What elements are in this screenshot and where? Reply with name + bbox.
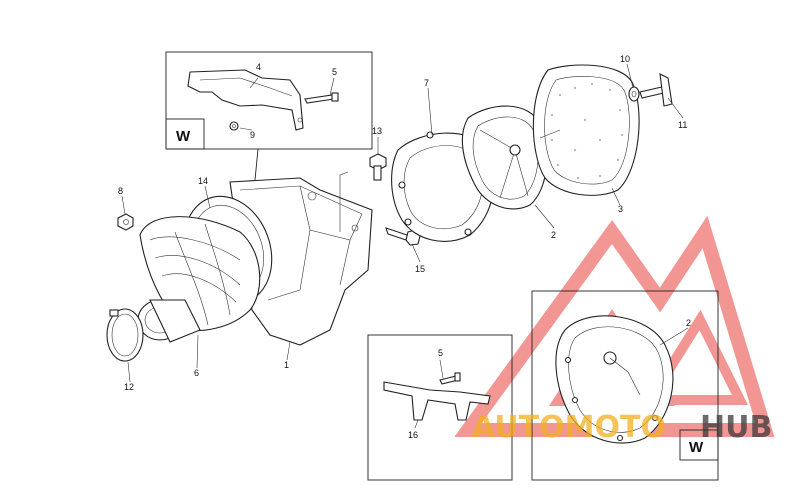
callout-labels: 4 5 9 7 10 11 13 8 14 15 2 3 1 6 12 5 16… <box>118 54 691 440</box>
callout-3: 3 <box>618 204 623 214</box>
callout-14: 14 <box>198 176 208 186</box>
inset-box-bottom <box>367 334 513 481</box>
variant-label-right: W <box>689 439 704 456</box>
callout-15: 15 <box>415 264 425 274</box>
callout-9: 9 <box>250 130 255 140</box>
callout-12: 12 <box>124 382 134 392</box>
callout-6: 6 <box>194 368 199 378</box>
part-wing-bolt-11 <box>639 73 673 107</box>
inset-box-top <box>165 51 373 181</box>
inset-box-right <box>531 290 719 481</box>
callout-8: 8 <box>118 186 123 196</box>
part-nut-8 <box>117 213 134 231</box>
callout-7: 7 <box>424 78 429 88</box>
part-intake-bell-6 <box>137 216 261 343</box>
callout-5-bottom: 5 <box>438 348 443 358</box>
watermark-hub: HUB <box>700 410 772 445</box>
callout-11: 11 <box>678 120 687 130</box>
callout-10: 10 <box>620 54 630 64</box>
callout-5: 5 <box>332 67 337 77</box>
part-clamp-12 <box>106 308 144 362</box>
part-washer-10 <box>628 86 640 102</box>
callout-1: 1 <box>284 360 289 370</box>
variant-label-top: W <box>176 128 191 145</box>
callout-16: 16 <box>408 430 418 440</box>
leader-lines <box>121 63 689 429</box>
watermark-text: AUTOMOTO HUB <box>472 410 772 445</box>
part-filter-element-3 <box>532 64 640 196</box>
watermark-automoto: AUTOMOTO <box>472 410 666 445</box>
callout-4: 4 <box>256 62 261 72</box>
callout-13: 13 <box>372 126 382 136</box>
part-housing-1 <box>229 177 373 346</box>
callout-2: 2 <box>551 230 556 240</box>
part-filter-frame-2 <box>461 105 548 210</box>
callout-2-right: 2 <box>686 318 691 328</box>
